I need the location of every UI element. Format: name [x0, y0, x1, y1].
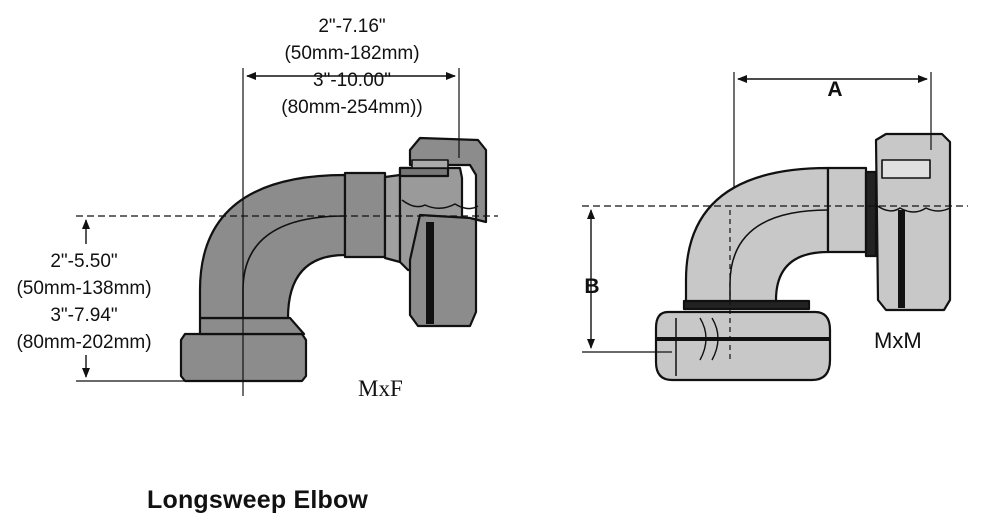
mxf-thread-detail	[401, 199, 479, 210]
mxf-height-dim-text: 2"-5.50" (50mm-138mm) 3"-7.94" (80mm-202…	[16, 251, 151, 353]
mxm-label: MxM	[874, 328, 922, 353]
mxm-dimensions	[582, 72, 968, 360]
mxf-elbow-body	[198, 173, 347, 320]
mxf-height-dim-line-3: 3"-7.94"	[50, 305, 117, 326]
mxf-neck	[198, 316, 306, 336]
mxf-height-dim-line-2: (50mm-138mm)	[16, 278, 151, 299]
mxm-elbow-body	[684, 166, 830, 303]
mxf-width-dim-line-1: 2"-7.16"	[318, 16, 385, 37]
mxf-width-dim-text: 2"-7.16" (50mm-182mm) 3"-10.00" (80mm-25…	[281, 16, 422, 118]
page-title: Longsweep Elbow	[147, 486, 369, 514]
mxm-elbow	[654, 132, 952, 382]
mxf-height-dim-line-4: (80mm-202mm)	[16, 332, 151, 353]
mxf-collar	[383, 173, 402, 264]
mxm-straight-section	[826, 166, 868, 254]
mxf-width-dim-line-2: (50mm-182mm)	[284, 43, 419, 64]
mxf-label: MxF	[358, 376, 403, 401]
mxm-dim-a-label: A	[827, 78, 842, 101]
mxf-height-dim-line-1: 2"-5.50"	[50, 251, 117, 272]
mxf-elbow	[179, 136, 488, 383]
mxf-dimensions	[76, 68, 498, 396]
mxf-width-dim-line-3: 3"-10.00"	[313, 70, 391, 91]
mxm-seal-band	[682, 299, 811, 311]
mxm-bottom-pipe	[654, 310, 832, 382]
mxf-nut-lip	[398, 166, 450, 178]
mxm-dim-b-label: B	[584, 275, 599, 298]
mxf-gasket-band	[426, 222, 434, 324]
mxf-width-dim-line-4: (80mm-254mm))	[281, 97, 422, 118]
mxm-vertical-seal	[864, 170, 878, 258]
mxf-straight-section	[343, 171, 387, 259]
